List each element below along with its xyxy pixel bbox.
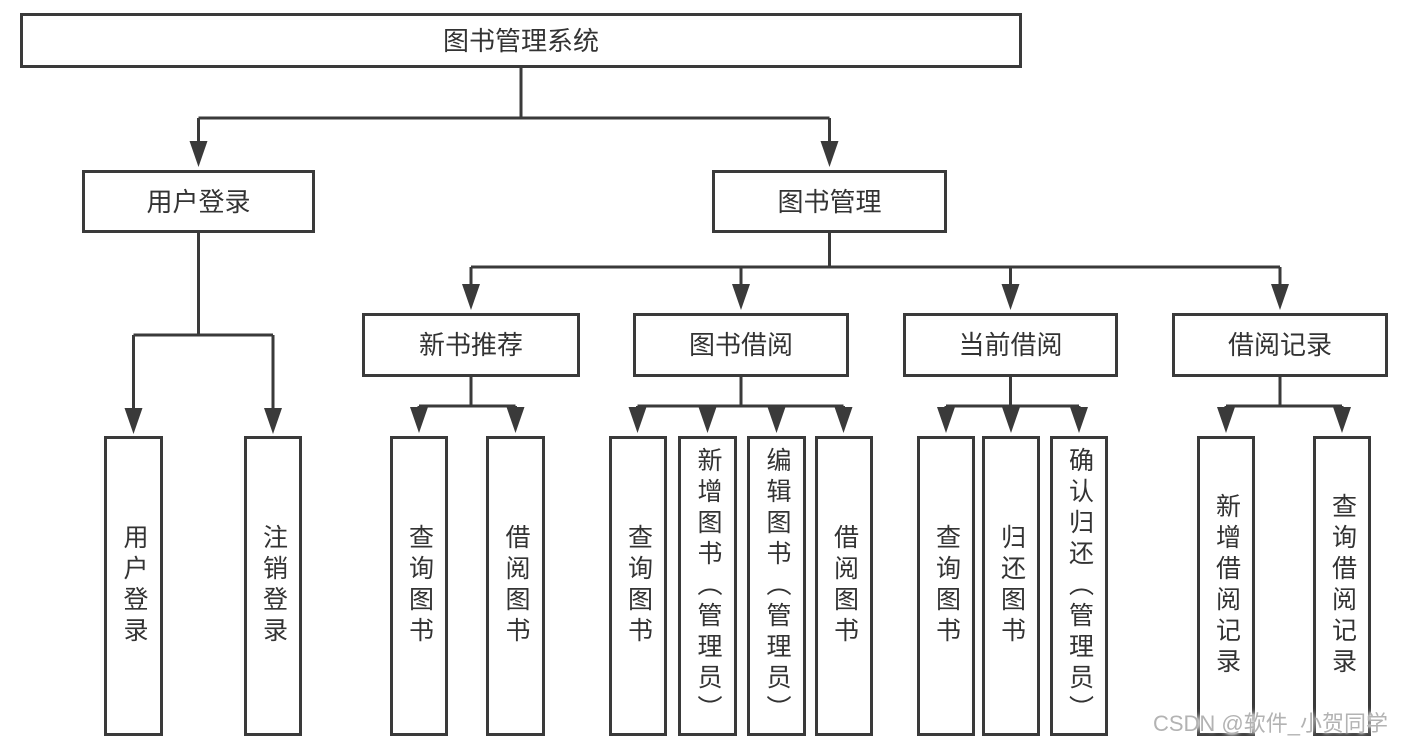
- connector-line: [636, 377, 845, 413]
- arrowhead-icon: [410, 407, 428, 433]
- connector-line: [469, 233, 1282, 290]
- arrowhead-icon: [1001, 284, 1020, 310]
- node-current-borrow: 当前借阅: [903, 313, 1118, 377]
- leaf-records-add-record: 新增借阅记录: [1197, 436, 1255, 736]
- node-borrow-records: 借阅记录: [1172, 313, 1388, 377]
- arrowhead-icon: [1217, 407, 1235, 433]
- leaf-current-confirm-return-admin: 确认归还（管理员）: [1050, 436, 1108, 736]
- arrowhead-icon: [820, 141, 839, 167]
- arrowhead-icon: [628, 407, 647, 433]
- arrowhead-icon: [767, 407, 786, 433]
- node-book-management: 图书管理: [712, 170, 947, 233]
- arrowhead-icon: [1070, 407, 1088, 433]
- watermark-text: CSDN @软件_小贺同学: [1152, 711, 1388, 736]
- connector-line: [197, 68, 831, 147]
- arrowhead-icon: [834, 407, 853, 433]
- leaf-borrow-query-books: 查询图书: [609, 436, 667, 736]
- node-new-book-recommend: 新书推荐: [362, 313, 580, 377]
- node-book-borrow: 图书借阅: [633, 313, 849, 377]
- connector-line: [1224, 377, 1344, 413]
- node-user-login: 用户登录: [82, 170, 315, 233]
- arrowhead-icon: [732, 284, 750, 310]
- leaf-current-query-books: 查询图书: [917, 436, 975, 736]
- leaf-borrow-edit-books-admin: 编辑图书（管理员）: [747, 436, 806, 736]
- leaf-records-query-record: 查询借阅记录: [1313, 436, 1371, 736]
- leaf-logout: 注销登录: [244, 436, 302, 736]
- arrowhead-icon: [698, 407, 717, 433]
- arrowhead-icon: [506, 407, 525, 433]
- arrowhead-icon: [189, 141, 208, 167]
- arrowhead-icon: [1271, 284, 1289, 310]
- arrowhead-icon: [1333, 407, 1351, 433]
- arrowhead-icon: [462, 284, 480, 310]
- arrowhead-icon: [124, 408, 143, 434]
- leaf-borrow-borrow-books: 借阅图书: [815, 436, 873, 736]
- leaf-newbooks-query-books: 查询图书: [390, 436, 448, 736]
- arrowhead-icon: [1002, 407, 1020, 433]
- connector-line: [132, 233, 275, 414]
- leaf-current-return-books: 归还图书: [982, 436, 1040, 736]
- arrowhead-icon: [264, 408, 282, 434]
- leaf-newbooks-borrow-books: 借阅图书: [486, 436, 545, 736]
- arrowhead-icon: [937, 407, 955, 433]
- leaf-user-login: 用户登录: [104, 436, 163, 736]
- leaf-borrow-add-books-admin: 新增图书（管理员）: [678, 436, 737, 736]
- connector-line: [417, 377, 517, 413]
- node-system-root: 图书管理系统: [20, 13, 1022, 68]
